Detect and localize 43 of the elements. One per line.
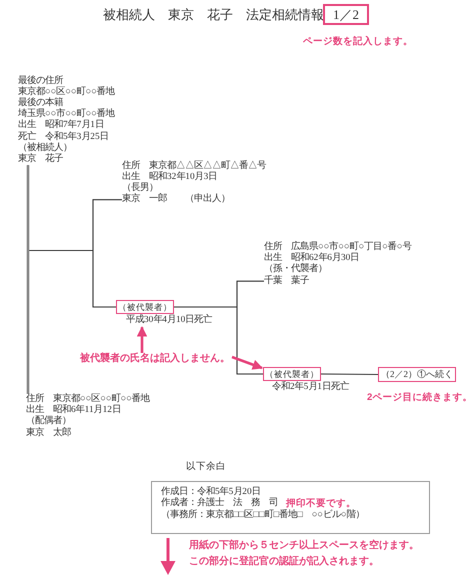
- person-name: 東京 一郎 （申出人）: [122, 194, 231, 206]
- death-date: 令和2年5月1日死亡: [272, 382, 349, 394]
- person-name: 千葉 葉子: [264, 276, 310, 287]
- address-text: 住所 東京都△△区△△町△番△号: [122, 160, 266, 171]
- arrow: [136, 326, 148, 353]
- birth-date: 出生 昭和32年10月3日: [122, 172, 218, 182]
- note-text: 被代襲者の氏名は記入しません。: [80, 353, 230, 365]
- birth-date: 出生 昭和7年7月1日: [18, 120, 105, 131]
- date-text: 作成日：令和5年5月20日: [161, 487, 261, 498]
- closing-text: 以下余白: [186, 462, 226, 474]
- relation-text: （孫・代襲者）: [264, 264, 328, 275]
- relation-text: （配偶者）: [26, 416, 72, 427]
- author-text: 作成者：弁護士 法 務 司: [161, 498, 278, 509]
- title: 被相続人 東京 花子 法定相続情報: [103, 6, 324, 24]
- relation-text: （被相続人）: [18, 142, 73, 153]
- death-date: 死亡 令和5年3月25日: [18, 132, 110, 142]
- address-text: 住所 広島県○○市○○町○丁目○番○号: [264, 242, 412, 252]
- office-text: （事務所：東京都□□区□□町□番地□ ○○ビル○階）: [161, 510, 365, 522]
- birth-date: 出生 昭和6年11月12日: [26, 405, 122, 416]
- domicile-heading: 最後の本籍: [18, 98, 64, 108]
- note-text: この部分に登記官の認証が記入されます。: [189, 556, 379, 568]
- address-text: 東京都○○区○○町○○番地: [18, 86, 115, 97]
- page-number-box: 1／2: [323, 4, 369, 25]
- status-box: （被代襲者）: [263, 367, 321, 381]
- note-text: ページ数を記入します。: [303, 36, 413, 48]
- connector-line: [26, 165, 30, 394]
- domicile-text: 埼玉県○○市○○町○○番地: [18, 109, 115, 120]
- note-text: 用紙の下部から５センチ以上スペースを空けます。: [189, 540, 419, 552]
- continuation-box: （2／2）①へ続く: [378, 367, 456, 382]
- status-box: （被代襲者）: [116, 300, 174, 314]
- relation-text: （長男）: [122, 182, 159, 193]
- connector-line: [321, 373, 378, 376]
- person-name: 東京 太郎: [26, 428, 72, 439]
- arrow: [232, 356, 263, 370]
- birth-date: 出生 昭和62年6月30日: [264, 253, 360, 264]
- note-text: 押印不要です。: [286, 498, 356, 509]
- connector-line: [174, 306, 263, 375]
- death-date: 平成30年4月10日死亡: [126, 315, 212, 326]
- address-text: 住所 東京都○○区○○町○○番地: [26, 394, 150, 404]
- note-text: 2ページ目に続きます。: [367, 392, 472, 404]
- signature-box: [151, 481, 430, 534]
- person-name: 東京 花子: [18, 154, 64, 166]
- address-heading: 最後の住所: [18, 76, 64, 86]
